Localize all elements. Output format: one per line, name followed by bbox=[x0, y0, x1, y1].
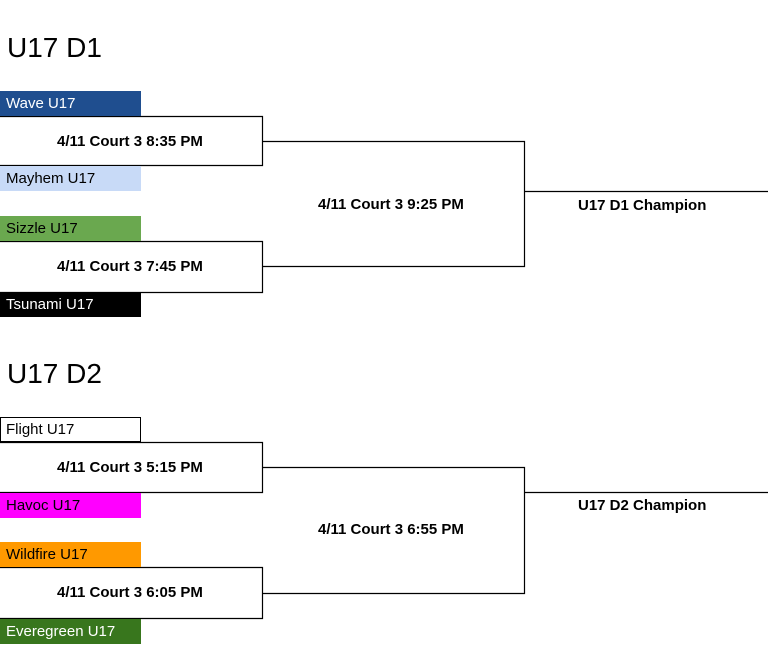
bracket-title-d1: U17 D1 bbox=[7, 32, 102, 63]
d1-game2-time: 4/11 Court 3 7:45 PM bbox=[57, 258, 203, 275]
d1-final-time: 4/11 Court 3 9:25 PM bbox=[318, 196, 464, 213]
d1-game1-time: 4/11 Court 3 8:35 PM bbox=[57, 133, 203, 150]
team-wave: Wave U17 bbox=[0, 91, 141, 116]
bracket-title-d2: U17 D2 bbox=[7, 358, 102, 389]
team-sizzle: Sizzle U17 bbox=[0, 216, 141, 241]
d2-final-time: 4/11 Court 3 6:55 PM bbox=[318, 521, 464, 538]
team-havoc: Havoc U17 bbox=[0, 493, 141, 518]
d2-final-bracket bbox=[262, 466, 526, 595]
team-tsunami: Tsunami U17 bbox=[0, 292, 141, 317]
d2-game1-time: 4/11 Court 3 5:15 PM bbox=[57, 459, 203, 476]
team-wildfire: Wildfire U17 bbox=[0, 542, 141, 567]
team-everegreen: Everegreen U17 bbox=[0, 619, 141, 644]
d2-game2-time: 4/11 Court 3 6:05 PM bbox=[57, 584, 203, 601]
d1-final-bracket bbox=[262, 140, 526, 268]
team-mayhem: Mayhem U17 bbox=[0, 166, 141, 191]
d2-champion-label: U17 D2 Champion bbox=[578, 497, 707, 514]
d1-champion-label: U17 D1 Champion bbox=[578, 197, 707, 214]
team-flight: Flight U17 bbox=[0, 417, 141, 442]
